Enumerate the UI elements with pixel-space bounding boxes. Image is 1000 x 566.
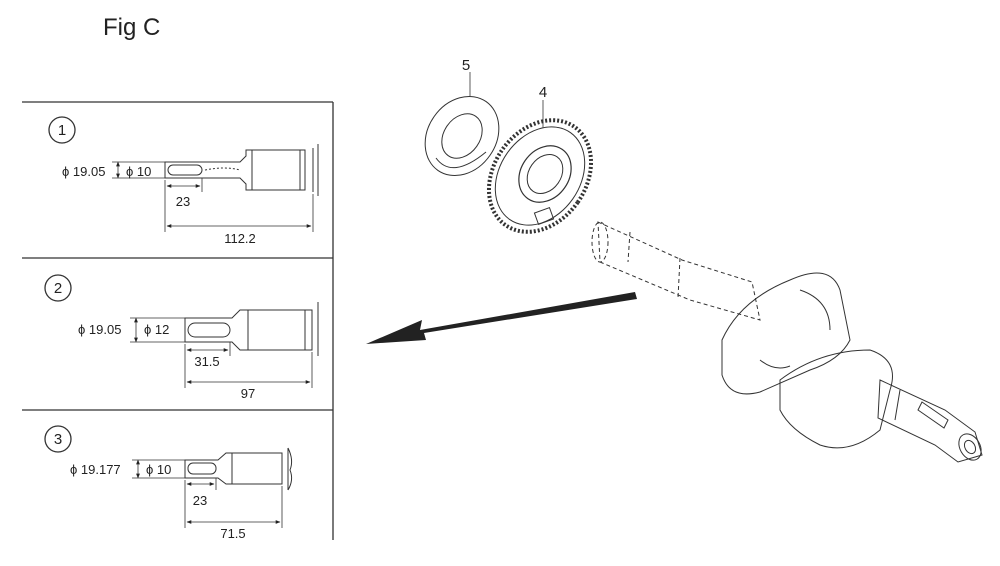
variant-1: 1 ϕ 19.05 ϕ 10 23 112.2	[48, 116, 319, 246]
part-number-label: 5	[462, 57, 470, 74]
outer-diameter-label: ϕ 19.05	[62, 164, 105, 179]
variant-number-circle	[44, 425, 72, 453]
variant-number: 2	[54, 280, 62, 297]
key-length-label: 23	[193, 493, 207, 508]
variant-number-circle	[48, 116, 76, 144]
variant-3: 3 ϕ 19.177 ϕ 10 23 71.5	[44, 425, 293, 541]
overall-length-label: 112.2	[224, 231, 256, 246]
variant-number-circle	[44, 274, 72, 302]
outer-diameter-label: ϕ 19.177	[70, 462, 121, 477]
shaft-end-drawing	[184, 302, 319, 356]
outer-diameter-label: ϕ 19.05	[78, 322, 121, 337]
variant-number: 3	[54, 431, 62, 448]
inner-diameter-label: ϕ 10	[126, 164, 151, 179]
overall-length-label: 97	[241, 386, 255, 401]
shaft-end-drawing	[164, 144, 319, 196]
gear-icon	[486, 118, 594, 234]
key-length-label: 23	[176, 194, 190, 209]
crankshaft-icon	[591, 221, 983, 463]
inner-diameter-label: ϕ 10	[146, 462, 171, 477]
variant-panel-frame	[22, 101, 334, 540]
key-length-label: 31.5	[194, 354, 219, 369]
variant-number: 1	[58, 122, 66, 139]
variant-2: 2 ϕ 19.05 ϕ 12 31.5 97	[44, 274, 319, 401]
dimension-lines	[112, 161, 314, 232]
washer-icon	[424, 95, 500, 177]
part-number-label: 4	[539, 84, 547, 101]
arrow-left-icon	[366, 292, 637, 344]
dimension-lines	[132, 459, 283, 528]
shaft-end-drawing	[184, 447, 293, 491]
figure-title: Fig C	[103, 14, 161, 41]
inner-diameter-label: ϕ 12	[144, 322, 169, 337]
overall-length-label: 71.5	[220, 526, 245, 541]
dimension-lines	[130, 317, 313, 388]
